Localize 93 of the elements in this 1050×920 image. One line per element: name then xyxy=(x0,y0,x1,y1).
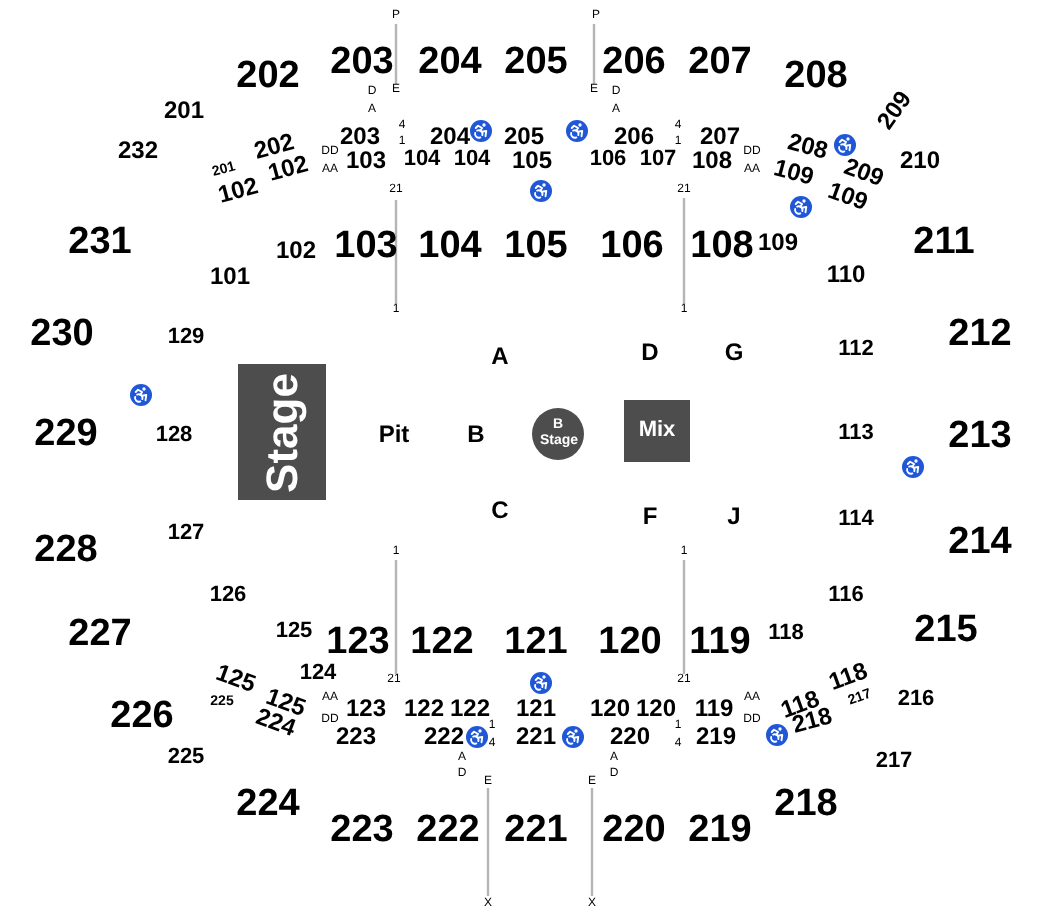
section-number: 214 xyxy=(948,523,1012,561)
section-number: 125 xyxy=(213,659,259,697)
section-number: B xyxy=(467,422,485,446)
section-number: 207 xyxy=(699,124,741,148)
section-number: 122 xyxy=(403,696,445,720)
section-number: C xyxy=(491,498,509,522)
section-number: 123 xyxy=(326,623,390,661)
section-number: 119 xyxy=(689,623,751,661)
section-number: 224 xyxy=(236,785,300,823)
section-number: 101 xyxy=(209,264,251,288)
section-number: A xyxy=(491,344,509,368)
section-number: 108 xyxy=(691,148,733,172)
section-number: 205 xyxy=(504,43,568,81)
section-number: 217 xyxy=(875,751,913,773)
section-number: 102 xyxy=(215,173,261,207)
section-number: 203 xyxy=(339,124,381,148)
section-number: 220 xyxy=(602,811,666,849)
section-number: 116 xyxy=(828,585,864,607)
section-number: 105 xyxy=(504,227,568,265)
section-number: 120 xyxy=(589,696,631,720)
section-number: 216 xyxy=(897,689,935,711)
section-number: 123 xyxy=(345,696,387,720)
section-number: G xyxy=(724,340,744,364)
section-number: 203 xyxy=(330,43,394,81)
section-number: 228 xyxy=(34,531,98,569)
mix-position: Mix xyxy=(624,400,690,462)
section-number: 128 xyxy=(155,425,193,447)
section-number: 215 xyxy=(914,611,978,649)
section-number: 103 xyxy=(334,227,398,265)
section-number: 127 xyxy=(167,523,205,545)
section-number: 222 xyxy=(416,811,480,849)
section-number: 102 xyxy=(275,238,317,262)
section-number: 223 xyxy=(330,811,394,849)
section-number: 201 xyxy=(163,98,205,122)
section-number: 229 xyxy=(34,415,98,453)
section-number: 107 xyxy=(639,149,677,171)
section-number: 106 xyxy=(600,227,664,265)
section-number: 129 xyxy=(167,327,205,349)
section-number: 125 xyxy=(275,621,313,643)
section-number: 120 xyxy=(598,623,662,661)
section-number: 122 xyxy=(449,696,491,720)
section-number: 119 xyxy=(694,696,734,720)
section-number: 230 xyxy=(30,315,94,353)
section-number: 222 xyxy=(423,724,465,748)
section-number: 204 xyxy=(418,43,482,81)
section-number: 106 xyxy=(589,149,627,171)
section-number: 120 xyxy=(635,696,677,720)
section-number: 231 xyxy=(68,223,132,261)
section-number: 104 xyxy=(403,149,441,171)
section-number: 103 xyxy=(345,148,387,172)
section-number: 213 xyxy=(948,417,1012,455)
section-number: 109 xyxy=(757,230,799,254)
section-number: Pit xyxy=(378,422,410,446)
section-number: 202 xyxy=(236,57,300,95)
section-number: 121 xyxy=(504,623,568,661)
section-number: 221 xyxy=(515,724,557,748)
section-number: 207 xyxy=(688,43,752,81)
section-number: 126 xyxy=(209,585,247,607)
section-number: 112 xyxy=(838,339,874,361)
section-number: 104 xyxy=(453,149,491,171)
section-number: 114 xyxy=(838,509,874,531)
section-number: 212 xyxy=(948,315,1012,353)
section-number: 205 xyxy=(503,124,545,148)
section-number: 122 xyxy=(410,623,474,661)
section-number: 211 xyxy=(913,223,975,261)
section-number: 108 xyxy=(690,227,754,265)
section-number: 208 xyxy=(784,57,848,95)
section-number: D xyxy=(641,340,659,364)
section-number: 206 xyxy=(613,124,655,148)
section-number: 225 xyxy=(167,747,205,769)
stage-block: Stage xyxy=(238,364,326,500)
section-number: 204 xyxy=(429,124,471,148)
section-number: 210 xyxy=(899,148,941,172)
section-number: 219 xyxy=(688,811,752,849)
section-number: 232 xyxy=(117,138,159,162)
section-number: 105 xyxy=(511,148,553,172)
section-number: J xyxy=(727,504,741,528)
section-number: 209 xyxy=(872,86,916,134)
section-number: 124 xyxy=(299,663,337,685)
section-number: 221 xyxy=(504,811,568,849)
section-number: 218 xyxy=(774,785,838,823)
section-number: 220 xyxy=(609,724,651,748)
section-number: 121 xyxy=(515,696,557,720)
section-number: 118 xyxy=(768,623,804,645)
section-number: 104 xyxy=(418,227,482,265)
section-number: 110 xyxy=(826,262,866,286)
section-number: 227 xyxy=(68,615,132,653)
section-number: 223 xyxy=(335,724,377,748)
section-number: 226 xyxy=(110,697,174,735)
section-number: F xyxy=(642,504,658,528)
section-number: 206 xyxy=(602,43,666,81)
section-number: 219 xyxy=(695,724,737,748)
section-number: 113 xyxy=(838,423,874,445)
